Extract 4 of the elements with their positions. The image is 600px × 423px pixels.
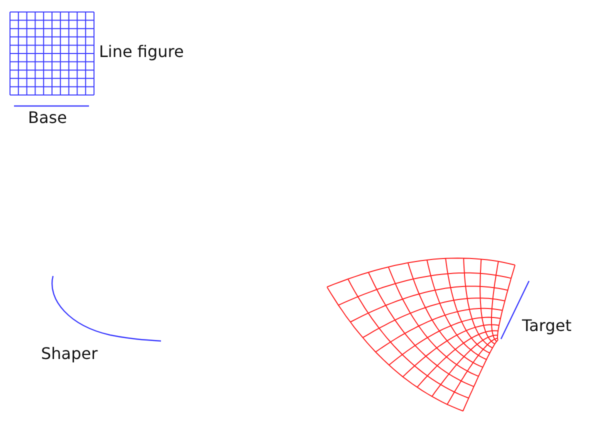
figure-label: Line figure: [99, 42, 184, 61]
shaper-label: Shaper: [41, 344, 98, 363]
base-label: Base: [28, 108, 67, 127]
target-label: Target: [522, 316, 572, 335]
